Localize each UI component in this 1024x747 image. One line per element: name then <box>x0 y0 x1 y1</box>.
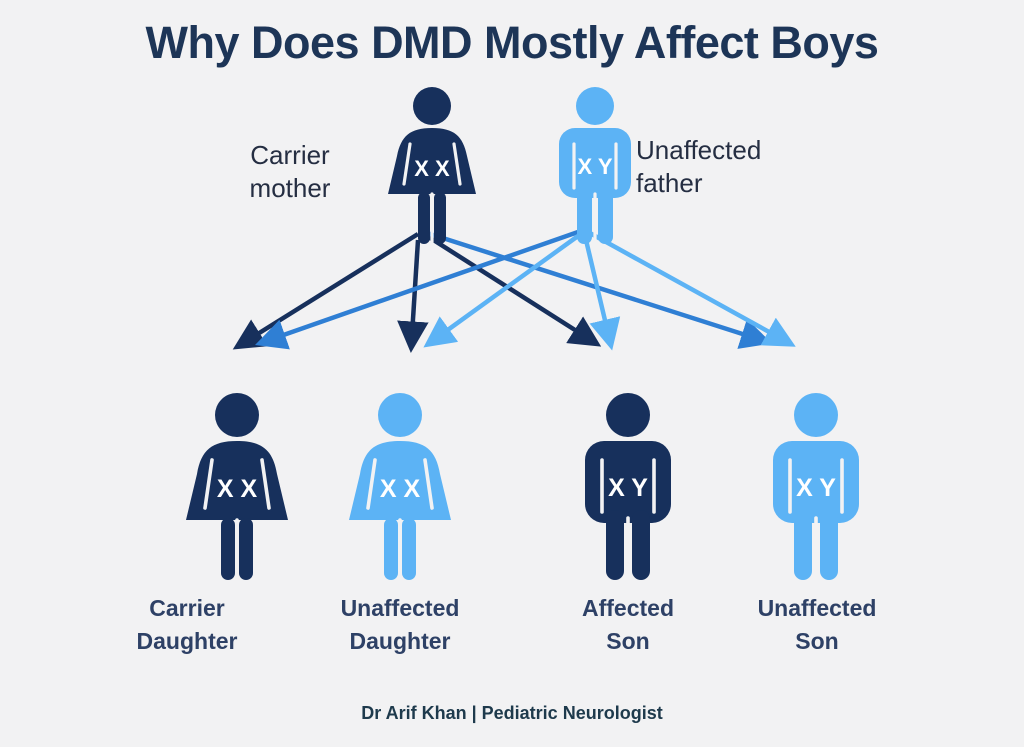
unaffected-son-label: Unaffected Son <box>702 592 932 659</box>
arm-line-right <box>423 458 434 510</box>
head <box>606 393 650 437</box>
head <box>794 393 838 437</box>
leg-left <box>606 510 624 580</box>
unaffected-daughter-label: Unaffected Daughter <box>285 592 515 659</box>
page-title: Why Does DMD Mostly Affect Boys <box>145 17 879 68</box>
torso <box>585 441 671 523</box>
genotype-text: X X <box>217 475 258 503</box>
carrier-daughter-label-line2: Daughter <box>136 628 238 655</box>
carrier-daughter-label-line1: Carrier <box>149 595 225 621</box>
unaffected-daughter-label-line1: Unaffected <box>340 595 460 621</box>
genotype-text: X Y <box>577 154 612 179</box>
torso <box>773 441 859 523</box>
arrow-father-to-affected-son <box>583 239 621 351</box>
affected-son-label-line1: Affected <box>581 595 674 621</box>
arm-line-left <box>203 458 214 510</box>
unaffected-son-label-line1: Unaffected <box>757 595 877 621</box>
leg-left <box>794 510 812 580</box>
unaffected-son-label-line2: Son <box>795 628 839 655</box>
arrow-mother-to-carrier-daughter <box>232 232 420 350</box>
head <box>378 393 422 437</box>
affected-son-label: Affected Son <box>513 592 743 659</box>
carrier-daughter-label: Carrier Daughter <box>72 592 302 659</box>
arm-line-right <box>260 458 271 510</box>
unaffected-father-label: Unaffected father <box>636 134 836 199</box>
leg-left <box>221 518 235 580</box>
arrow-mother-to-unaffected-son <box>423 229 773 349</box>
figure-affected-son: X Y <box>575 392 681 582</box>
head <box>576 87 614 125</box>
head <box>215 393 259 437</box>
leg-right <box>598 186 613 244</box>
arrow-father-to-unaffected-daughter <box>423 234 580 348</box>
torso <box>559 128 631 198</box>
arm-line-left <box>402 142 412 186</box>
genotype-text: X Y <box>608 474 648 502</box>
affected-son-label-line2: Son <box>606 628 650 655</box>
genotype-text: X X <box>414 156 450 181</box>
genotype-text: X Y <box>796 474 836 502</box>
unaffected-daughter-label-line2: Daughter <box>349 628 451 655</box>
arrow-father-to-unaffected-son <box>586 230 796 347</box>
figure-carrier-mother: X X <box>380 86 484 246</box>
arrow-mother-to-affected-son <box>422 232 602 347</box>
leg-right <box>402 518 416 580</box>
leg-right <box>820 510 838 580</box>
unaffected-father-label-line2: father <box>636 167 703 198</box>
figure-unaffected-son: X Y <box>763 392 869 582</box>
leg-right <box>632 510 650 580</box>
genotype-text: X X <box>380 475 421 503</box>
leg-left <box>577 186 592 244</box>
leg-left <box>418 192 430 244</box>
leg-right <box>434 192 446 244</box>
carrier-mother-label-line1: Carrier <box>250 140 330 170</box>
arrow-father-to-carrier-daughter <box>255 229 579 350</box>
figure-carrier-daughter: X X <box>176 392 298 582</box>
leg-right <box>239 518 253 580</box>
arm-line-left <box>366 458 377 510</box>
unaffected-father-label-line1: Unaffected <box>636 135 762 165</box>
arm-line-right <box>452 142 462 186</box>
leg-left <box>384 518 398 580</box>
head <box>413 87 451 125</box>
carrier-mother-label-line2: mother <box>249 172 331 203</box>
figure-unaffected-daughter: X X <box>339 392 461 582</box>
footer-credit: Dr Arif Khan | Pediatric Neurologist <box>361 703 663 723</box>
arrow-mother-to-unaffected-daughter <box>397 239 429 353</box>
figure-unaffected-father: X Y <box>549 86 641 246</box>
carrier-mother-label: Carrier mother <box>200 139 380 204</box>
